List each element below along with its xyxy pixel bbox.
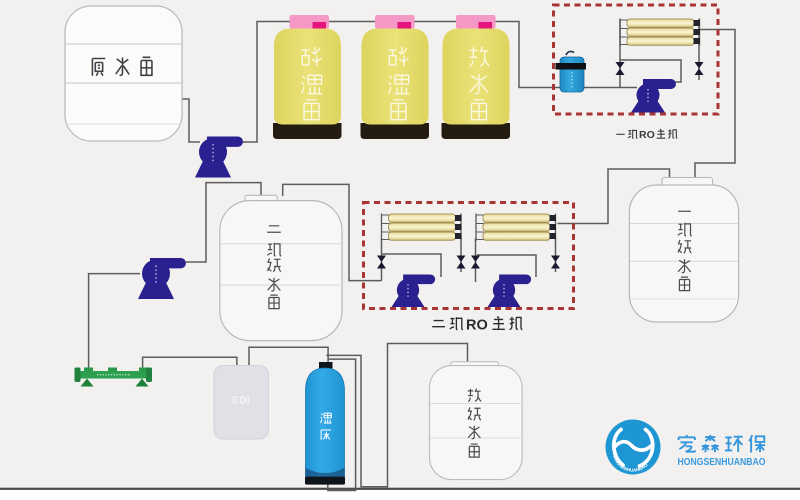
svg-text:RO: RO <box>466 318 488 334</box>
svg-text:RO: RO <box>639 129 655 141</box>
svg-text:HONGSENHUANBAO: HONGSENHUANBAO <box>678 457 766 468</box>
svg-text:EDI: EDI <box>232 396 250 407</box>
